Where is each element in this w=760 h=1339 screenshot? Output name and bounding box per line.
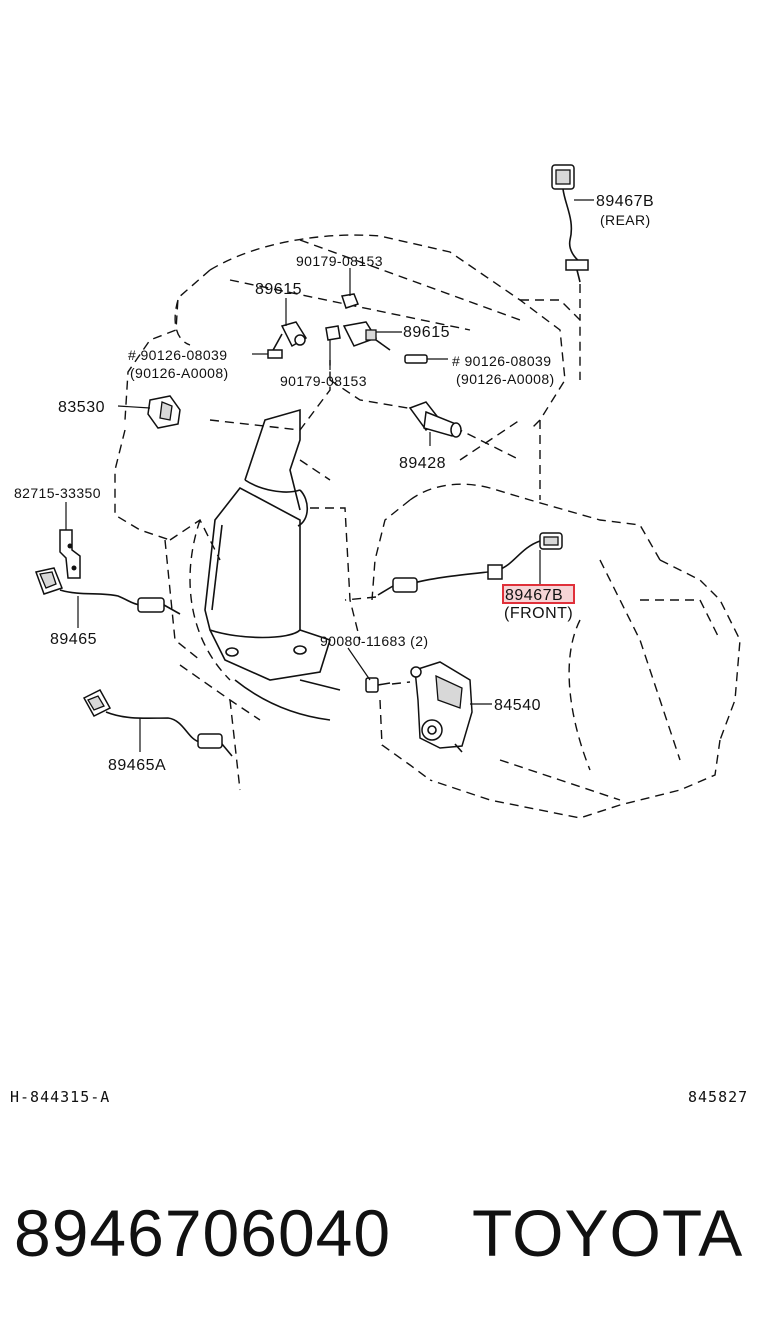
label-89615-right[interactable]: 89615 — [403, 324, 450, 341]
label-89615-left[interactable]: 89615 — [255, 281, 302, 298]
bolt-90126-right[interactable] — [404, 354, 448, 364]
highlight-box — [502, 584, 575, 604]
sensor-89465[interactable] — [35, 567, 181, 615]
label-89465a[interactable]: 89465A — [108, 757, 166, 774]
label-84540[interactable]: 84540 — [494, 697, 541, 714]
sensor-89615-right[interactable] — [342, 321, 391, 351]
brand-name: TOYOTA — [472, 1196, 743, 1270]
part-labels: 89467B (REAR) 90179-08153 89615 89615 # … — [14, 193, 654, 774]
leader-lines — [65, 199, 594, 752]
sensor-89428[interactable] — [408, 401, 462, 446]
label-90179-mid[interactable]: 90179-08153 — [280, 373, 367, 389]
label-front-note: (FRONT) — [504, 605, 573, 622]
label-90080[interactable]: 90080-11683 (2) — [320, 633, 428, 649]
label-rear-note: (REAR) — [600, 212, 651, 228]
label-83530[interactable]: 83530 — [58, 399, 105, 416]
sensor-89465a[interactable] — [82, 689, 233, 757]
label-89467b-front[interactable]: 89467B — [505, 587, 563, 604]
label-82715[interactable]: 82715-33350 — [14, 485, 101, 501]
label-90126-right[interactable]: # 90126-08039 — [452, 353, 551, 369]
catalytic-converter — [189, 408, 341, 721]
label-90126-left[interactable]: # 90126-08039 — [128, 347, 227, 363]
nut-90179-mid[interactable] — [325, 325, 341, 341]
label-90179-top[interactable]: 90179-08153 — [296, 253, 383, 269]
label-89467b-front-highlight[interactable]: 89467B — [502, 584, 575, 604]
bracket-82715[interactable] — [59, 529, 81, 579]
switch-83530[interactable] — [147, 395, 181, 429]
label-90126-right-alt: (90126-A0008) — [456, 371, 555, 387]
label-89465[interactable]: 89465 — [50, 631, 97, 648]
sensor-89467b-front[interactable] — [344, 532, 563, 601]
bolt-90080[interactable] — [365, 677, 411, 693]
transmission-outline — [371, 483, 741, 819]
diagram-footer: H-844315-A 845827 8946706040 TOYOTA — [10, 1088, 748, 1270]
part-number: 8946706040 — [14, 1196, 391, 1270]
sensor-89467b-rear[interactable] — [551, 164, 589, 320]
diagram-ref: H-844315-A — [10, 1088, 110, 1106]
sensor-89615-left[interactable] — [267, 321, 308, 359]
label-89467b-rear[interactable]: 89467B — [596, 193, 654, 210]
label-89428[interactable]: 89428 — [399, 455, 446, 472]
diagram-number: 845827 — [688, 1088, 748, 1106]
switch-84540[interactable] — [410, 661, 473, 753]
label-90126-left-alt: (90126-A0008) — [130, 365, 229, 381]
